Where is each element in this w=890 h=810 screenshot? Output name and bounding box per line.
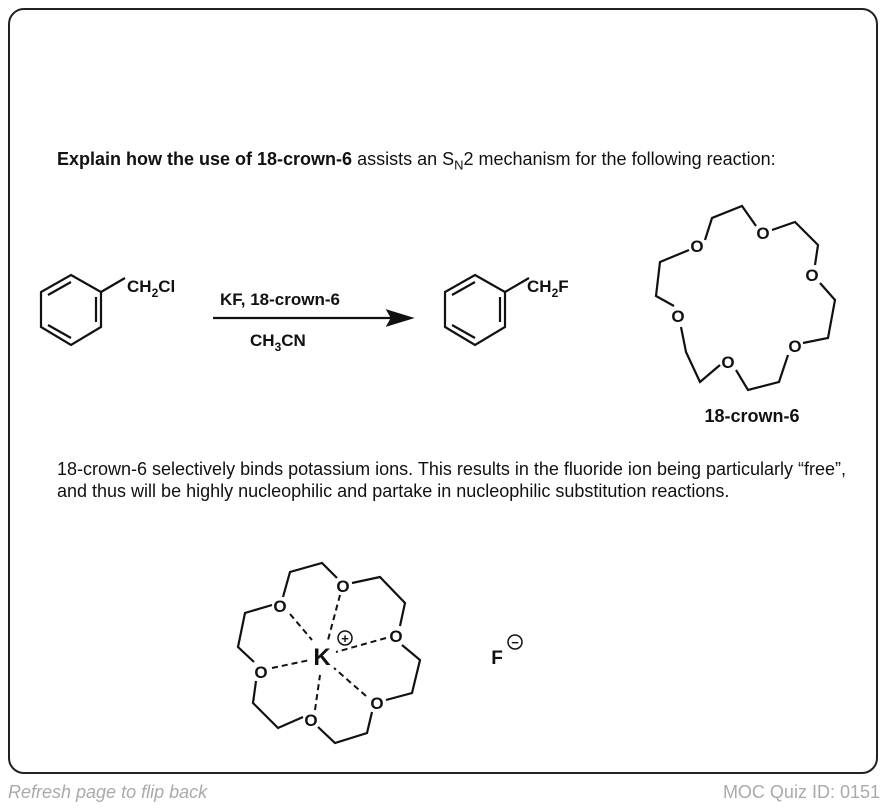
flip-back-hint: Refresh page to flip back [8, 782, 208, 802]
svg-text:O: O [671, 307, 684, 326]
svg-text:CH3CN: CH3CN [250, 331, 306, 354]
svg-text:O: O [389, 627, 402, 646]
svg-text:O: O [721, 353, 734, 372]
18-crown-6-structure: O O O O O O 18-crown-6 [654, 204, 837, 426]
svg-text:O: O [756, 224, 769, 243]
svg-text:O: O [690, 237, 703, 256]
benzyl-chloride: CH2Cl [39, 273, 175, 347]
svg-text:O: O [273, 597, 286, 616]
minus-charge: − [511, 635, 519, 650]
question-text: Explain how the use of 18-crown-6 assist… [57, 149, 776, 173]
benzyl-fluoride: CH2F [443, 273, 569, 347]
svg-text:KF, 18-crown-6: KF, 18-crown-6 [220, 290, 340, 309]
svg-text:CH2Cl: CH2Cl [127, 277, 175, 300]
svg-text:O: O [370, 694, 383, 713]
svg-text:O: O [254, 663, 267, 682]
quiz-id: MOC Quiz ID: 0151 [722, 782, 880, 802]
svg-text:O: O [805, 266, 818, 285]
potassium-crown-complex: O O O O O O K + F − [236, 561, 523, 745]
fluoride-anion: F [491, 648, 503, 669]
svg-text:CH2F: CH2F [527, 277, 569, 300]
svg-text:O: O [336, 577, 349, 596]
crown-label: 18-crown-6 [704, 406, 799, 426]
reaction-arrow: KF, 18-crown-6 CH3CN [213, 290, 415, 354]
potassium-cation: K [313, 644, 331, 671]
svg-text:O: O [304, 711, 317, 730]
plus-charge: + [341, 631, 349, 646]
answer-text: 18-crown-6 selectively binds potassium i… [57, 459, 847, 501]
svg-text:O: O [788, 337, 801, 356]
quiz-card [8, 8, 878, 774]
